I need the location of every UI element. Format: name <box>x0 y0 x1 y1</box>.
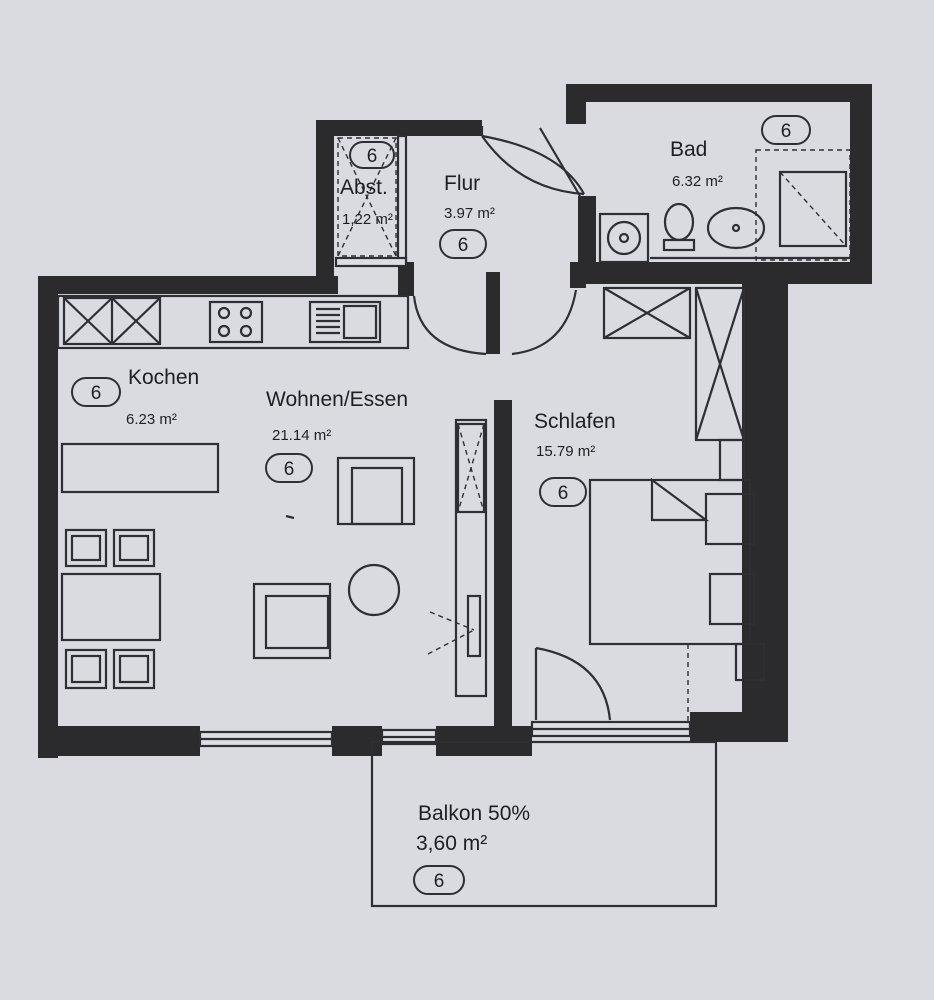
room-label-flur: Flur 3.97 m² 6 <box>439 172 495 259</box>
bathroom-fixtures <box>598 149 851 264</box>
room-tag: 6 <box>558 483 569 504</box>
kitchen <box>56 294 410 494</box>
washbasin <box>706 206 766 250</box>
washing-machine-drum <box>606 220 642 256</box>
room-tag: 6 <box>91 383 102 404</box>
room-label-abst: Abst. 1,22 m² 6 <box>340 141 395 228</box>
chair <box>112 528 156 568</box>
dining-table <box>60 572 162 642</box>
nightstand <box>704 492 756 546</box>
storage-closet <box>337 137 397 257</box>
wall-abst-north <box>316 120 482 136</box>
wall-bad-north <box>566 84 866 102</box>
room-area: 6.32 m² <box>672 173 723 190</box>
room-tag: 6 <box>781 121 792 142</box>
room-area: 6.23 m² <box>126 411 177 428</box>
room-area: 3,60 m² <box>416 832 487 855</box>
bed-cover <box>650 477 710 522</box>
door-balkon <box>534 646 612 721</box>
room-name: Abst. <box>340 176 388 199</box>
washing-machine <box>598 212 650 264</box>
room-area: 1,22 m² <box>342 211 393 228</box>
coffee-table <box>347 563 401 617</box>
room-label-kochen: 6 Kochen 6.23 m² <box>71 366 199 428</box>
wall-nook <box>718 438 746 482</box>
tv-cabinet <box>454 418 488 698</box>
wall-abst-south <box>334 256 408 268</box>
toilet-tank <box>662 238 696 252</box>
room-tag: 6 <box>458 235 469 256</box>
stove-burner-4 <box>239 324 253 338</box>
wardrobe <box>602 286 692 340</box>
room-area: 15.79 m² <box>536 443 595 460</box>
windows <box>198 720 692 748</box>
stove-burner-3 <box>217 324 231 338</box>
nightstand <box>708 572 756 626</box>
wall-bad-east <box>850 84 872 284</box>
chair <box>112 648 156 690</box>
bed <box>588 478 752 646</box>
wall-north-left <box>38 276 338 294</box>
door-entry <box>480 126 585 196</box>
wall-partition-lower <box>494 400 512 740</box>
stove-burner-2 <box>239 306 253 320</box>
room-name: Kochen <box>128 366 199 389</box>
room-name: Balkon 50% <box>418 802 530 825</box>
wall-west <box>38 276 58 758</box>
room-name: Bad <box>670 138 707 161</box>
shower <box>755 149 851 261</box>
room-name: Schlafen <box>534 410 616 433</box>
door-entry-leaf <box>481 134 585 195</box>
room-area: 21.14 m² <box>272 427 331 444</box>
walls <box>38 84 872 758</box>
room-name: Wohnen/Essen <box>266 388 408 411</box>
wall-east-lower <box>764 282 788 738</box>
room-label-schlafen: Schlafen 15.79 m² 6 <box>534 410 616 507</box>
armchair <box>252 582 332 660</box>
wall-bad-south <box>578 262 872 284</box>
room-tag: 6 <box>284 459 295 480</box>
wall-abst-east <box>396 134 408 266</box>
kitchen-counter <box>56 294 410 350</box>
wall-south-left <box>38 726 200 756</box>
balcony-outline <box>370 740 718 908</box>
chair <box>64 648 108 690</box>
room-name: Flur <box>444 172 480 195</box>
wall-bad-west-top <box>566 84 586 124</box>
room-label-balkon: Balkon 50% 3,60 m² 6 <box>413 802 530 895</box>
tv <box>466 594 482 658</box>
toilet <box>663 202 695 242</box>
room-area: 3.97 m² <box>444 205 495 222</box>
room-tag: 6 <box>367 146 378 167</box>
door-flur-schlafen <box>511 289 578 356</box>
bedroom-furniture <box>588 286 766 722</box>
kitchen-island <box>60 442 220 494</box>
chair <box>64 528 108 568</box>
room-label-wohnen: Wohnen/Essen 21.14 m² 6 <box>265 388 408 483</box>
stove <box>208 300 264 344</box>
door-flur-wohnen <box>412 295 487 356</box>
room-label-bad: Bad 6.32 m² 6 <box>670 115 811 190</box>
wall-flur-right <box>570 262 586 288</box>
wall-partition <box>486 272 500 354</box>
sink <box>308 300 382 344</box>
living-furniture <box>252 418 488 698</box>
dining-set <box>60 528 162 690</box>
room-tag: 6 <box>434 871 445 892</box>
wall-abst-west <box>316 120 334 294</box>
doors <box>412 126 612 721</box>
wall-flur-stub <box>398 262 414 296</box>
stove-burner-1 <box>217 306 231 320</box>
